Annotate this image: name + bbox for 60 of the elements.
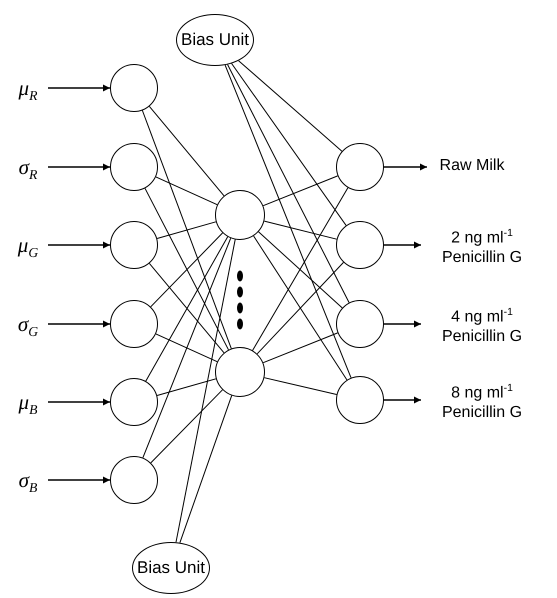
connection-line [148, 106, 224, 196]
hidden-neuron-circle [215, 347, 265, 397]
connection-line [176, 239, 236, 543]
output-class-label: Raw Milk [427, 156, 517, 178]
connection-line [144, 188, 229, 350]
variable-label: μ$_{R}$ [8, 73, 48, 103]
connection-line [150, 389, 223, 464]
arrow [48, 398, 110, 406]
connection-line [224, 64, 352, 378]
connection-line [150, 232, 224, 308]
variable-label: σ$_{G}$ [8, 309, 48, 339]
output-neuron-circle [336, 376, 384, 424]
arrow [48, 164, 110, 170]
connection-line [253, 236, 348, 380]
connection-line [179, 395, 232, 544]
output-class-label: 2 ng ml$^{-1}$ Penicillin G [421, 224, 543, 266]
variable-label: μ$_{B}$ [8, 387, 48, 417]
bias-unit-ellipse: Bias Unit [132, 542, 210, 594]
connection-line [238, 60, 342, 152]
connection-line [145, 236, 228, 382]
input-neuron-circle [110, 378, 158, 426]
connection-line [231, 63, 347, 226]
variable-label: μ$_{G}$ [8, 230, 48, 260]
arrow [384, 396, 421, 404]
connection-line [142, 110, 232, 350]
variable-label: σ$_{R}$ [8, 152, 48, 182]
output-class-label: 8 ng ml$^{-1}$ Penicillin G [421, 379, 543, 421]
connection-line [155, 176, 218, 206]
output-neuron-circle [336, 221, 384, 269]
arrow [48, 320, 110, 328]
input-neuron-circle [110, 300, 158, 348]
arrow [384, 164, 427, 170]
connection-line [148, 262, 224, 354]
output-neuron-circle [336, 143, 384, 191]
bias-unit-ellipse: Bias Unit [176, 14, 254, 66]
connection-line [227, 64, 350, 304]
connection-line [156, 378, 216, 396]
arrow [384, 242, 421, 248]
arrow [48, 476, 110, 484]
connection-line [155, 333, 218, 362]
input-neuron-circle [110, 456, 158, 504]
hidden-neuron-circle [215, 190, 265, 240]
variable-label: σ$_{B}$ [8, 465, 48, 495]
connection-line [264, 377, 338, 395]
connection-line [258, 231, 343, 308]
connection-line [142, 238, 232, 458]
input-neuron-circle [110, 64, 158, 112]
output-class-label: 4 ng ml$^{-1}$ Penicillin G [421, 303, 543, 345]
connection-line [262, 332, 338, 364]
connection-line [252, 187, 348, 351]
arrow [48, 84, 110, 92]
connection-line [256, 262, 344, 354]
arrow [48, 242, 110, 248]
connection-line [264, 220, 338, 240]
input-neuron-circle [110, 143, 158, 191]
connection-line [262, 175, 338, 206]
arrow [384, 320, 421, 328]
output-neuron-circle [336, 300, 384, 348]
connection-line [156, 221, 216, 239]
input-neuron-circle [110, 221, 158, 269]
